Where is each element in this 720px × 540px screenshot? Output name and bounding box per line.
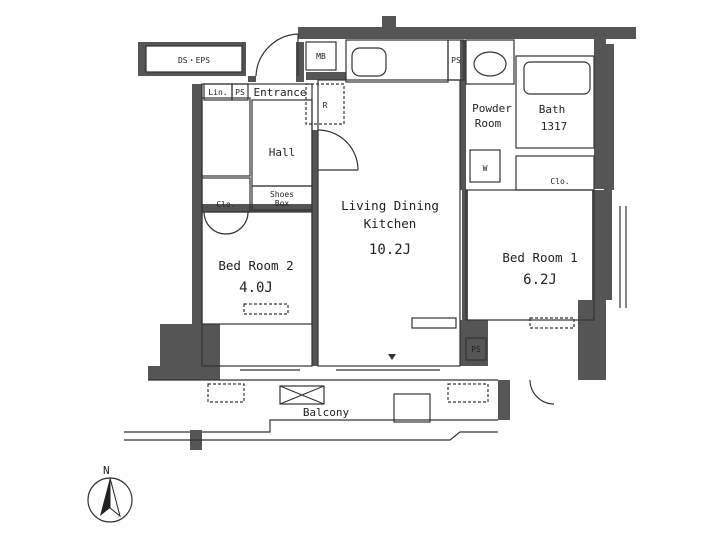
balcony-label: Balcony (303, 406, 350, 419)
compass-north-label: N (103, 464, 110, 477)
mb-label: MB (316, 52, 326, 61)
powder-label-line2: Room (475, 117, 502, 130)
ds-eps-label: DS・EPS (178, 56, 210, 65)
entrance-label: Entrance (254, 86, 307, 99)
r-label: R (323, 101, 328, 110)
bath-size: 1317 (541, 120, 568, 133)
entry-marker-icon (388, 354, 396, 360)
bed2-size: 4.0J (239, 280, 273, 296)
bed1-label: Bed Room 1 (502, 250, 577, 265)
ps-top-right-label: PS (451, 56, 461, 65)
bed2-label: Bed Room 2 (218, 258, 293, 273)
shoes-box-label-line2: Box (275, 199, 290, 208)
clo-left-label: Clo. (216, 200, 235, 209)
shoes-box-label-line1: Shoes (270, 190, 294, 199)
bed1-size: 6.2J (523, 272, 557, 288)
clo-right-label: Clo. (550, 177, 569, 186)
bath-label: Bath (539, 103, 566, 116)
lin-label: Lin. (208, 88, 227, 97)
living-size: 10.2J (369, 242, 411, 258)
ds-eps-shaft (145, 45, 243, 73)
hall-label: Hall (269, 146, 296, 159)
ps-bottom-label: PS (471, 345, 481, 354)
interior-lines (124, 33, 627, 441)
compass-icon (87, 477, 133, 523)
living-label-line2: Kitchen (364, 216, 417, 231)
w-label: W (483, 164, 488, 173)
powder-label-line1: Powder (472, 102, 512, 115)
ps-top-left-label: PS (235, 88, 245, 97)
living-label-line1: Living Dining (341, 198, 439, 213)
walls (138, 16, 636, 450)
